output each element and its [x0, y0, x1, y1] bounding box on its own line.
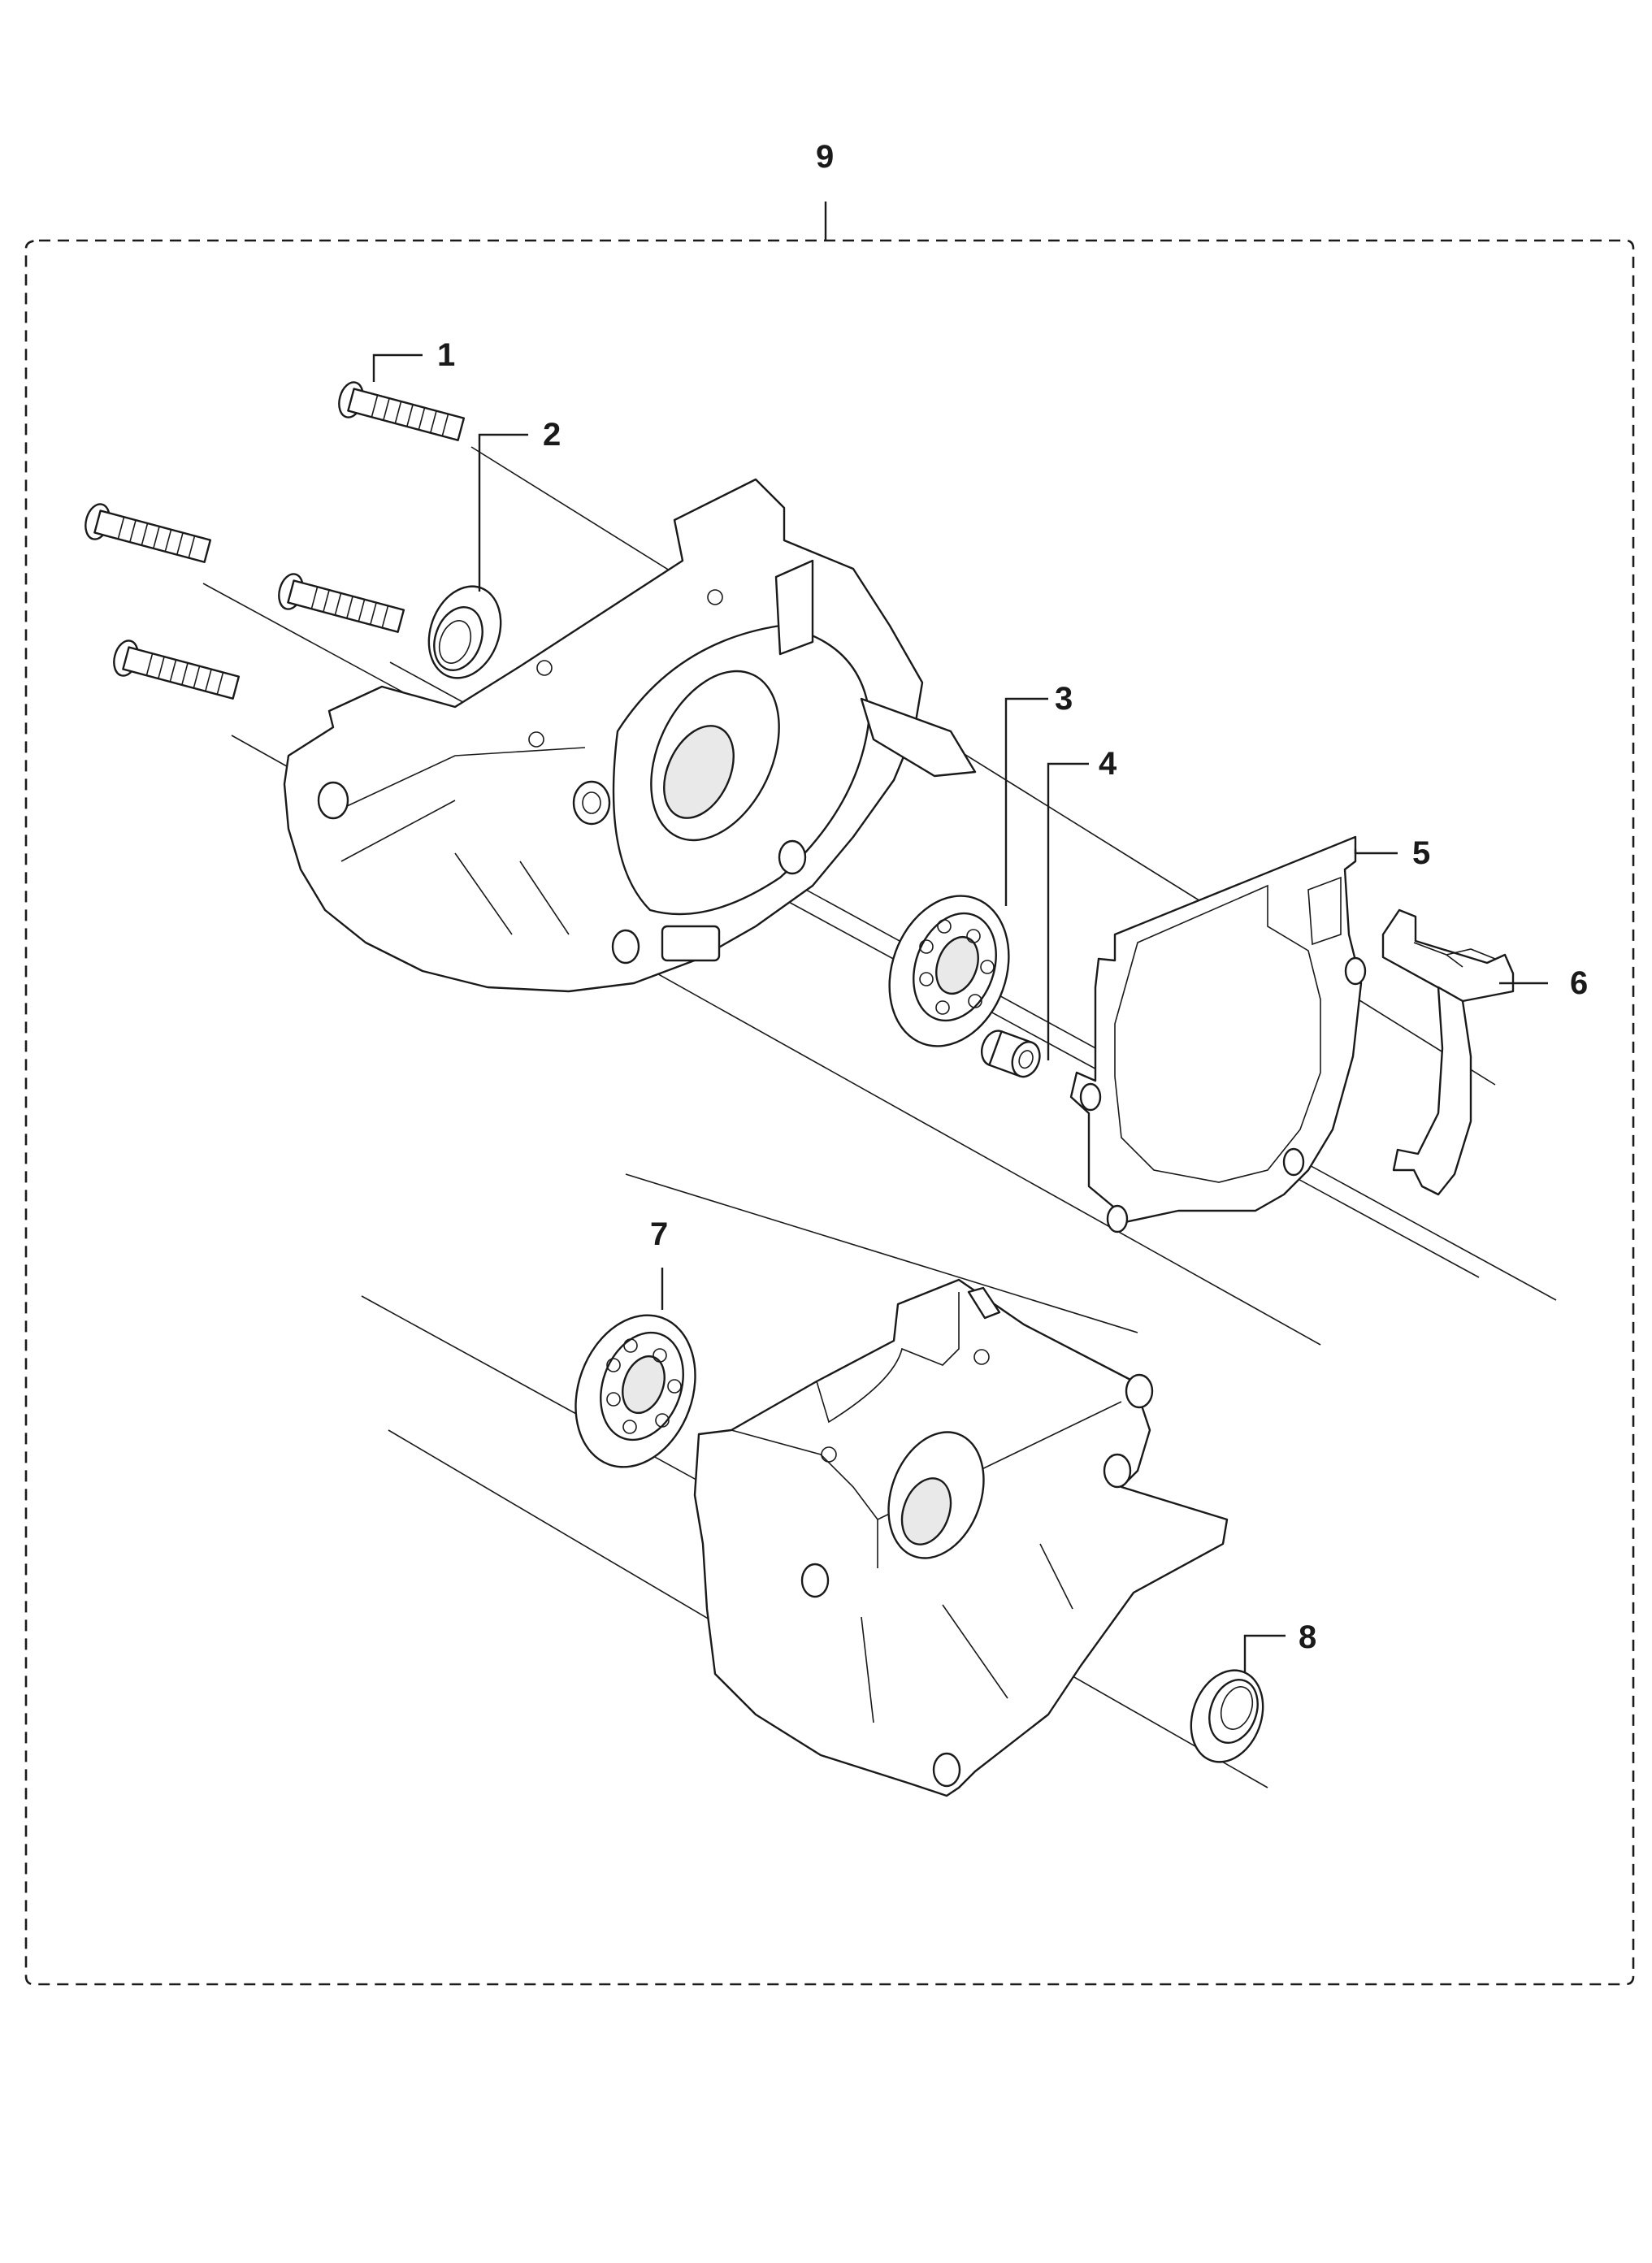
- callout-8: 8: [1299, 1619, 1316, 1655]
- gasket: [1069, 835, 1367, 1233]
- seal-ring-upper: [427, 585, 502, 679]
- callout-9: 9: [816, 139, 834, 175]
- leader-lines: [372, 353, 1548, 1672]
- callout-6: 6: [1570, 965, 1588, 1001]
- callout-2: 2: [543, 417, 561, 453]
- callout-7: 7: [650, 1216, 668, 1252]
- screw-middle: [278, 573, 405, 633]
- callout-1: 1: [437, 337, 455, 373]
- kit-boundary: [24, 202, 1635, 1986]
- callout-labels: 1 2 3 4 5 6 7 8 9: [437, 139, 1588, 1655]
- screw-left-upper: [85, 503, 212, 563]
- seal-ring-lower: [1190, 1669, 1264, 1763]
- screws: [85, 381, 466, 700]
- crankcase-half-upper: [283, 478, 977, 993]
- callout-5: 5: [1412, 835, 1430, 871]
- bearing-upper: [888, 895, 1010, 1047]
- screw-left-lower: [113, 639, 241, 700]
- lever-clip: [1381, 908, 1515, 1196]
- callout-3: 3: [1055, 681, 1073, 717]
- crankcase-half-lower: [693, 1278, 1229, 1797]
- screw-top: [338, 381, 466, 441]
- callout-4: 4: [1099, 746, 1117, 782]
- bearing-lower: [575, 1314, 696, 1468]
